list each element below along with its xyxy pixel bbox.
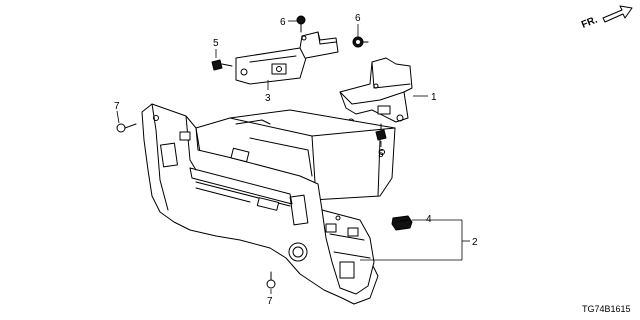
bracket-part-3 <box>235 31 339 85</box>
direction-indicator: FR. <box>580 5 633 31</box>
callout-5a: 5 <box>213 38 219 49</box>
arrow-icon <box>602 5 633 23</box>
callout-6b: 6 <box>355 13 361 24</box>
diagram-code: TG74B1615 <box>582 304 631 314</box>
callout-6a: 6 <box>280 17 286 28</box>
screw-part-6a <box>296 15 306 33</box>
screw-part-7b <box>266 271 276 289</box>
callout-4: 4 <box>426 214 432 225</box>
callout-3: 3 <box>265 93 271 104</box>
screw-part-6b <box>352 36 369 48</box>
callout-2: 2 <box>472 237 478 248</box>
leader-lines <box>116 20 470 294</box>
callout-7a: 7 <box>114 101 120 112</box>
callout-1: 1 <box>431 92 437 103</box>
bolt-part-5b <box>375 123 387 141</box>
screw-part-7a <box>116 123 137 133</box>
callout-7b: 7 <box>267 296 273 307</box>
bracket-part-1 <box>339 57 413 126</box>
callout-5b: 5 <box>378 149 384 160</box>
control-panel-part-2 <box>141 103 396 305</box>
callouts: 6 6 5 3 1 5 7 4 2 7 <box>114 13 478 307</box>
bolt-part-5a <box>211 59 233 71</box>
direction-label: FR. <box>580 14 599 30</box>
clip-part-4 <box>391 215 413 231</box>
